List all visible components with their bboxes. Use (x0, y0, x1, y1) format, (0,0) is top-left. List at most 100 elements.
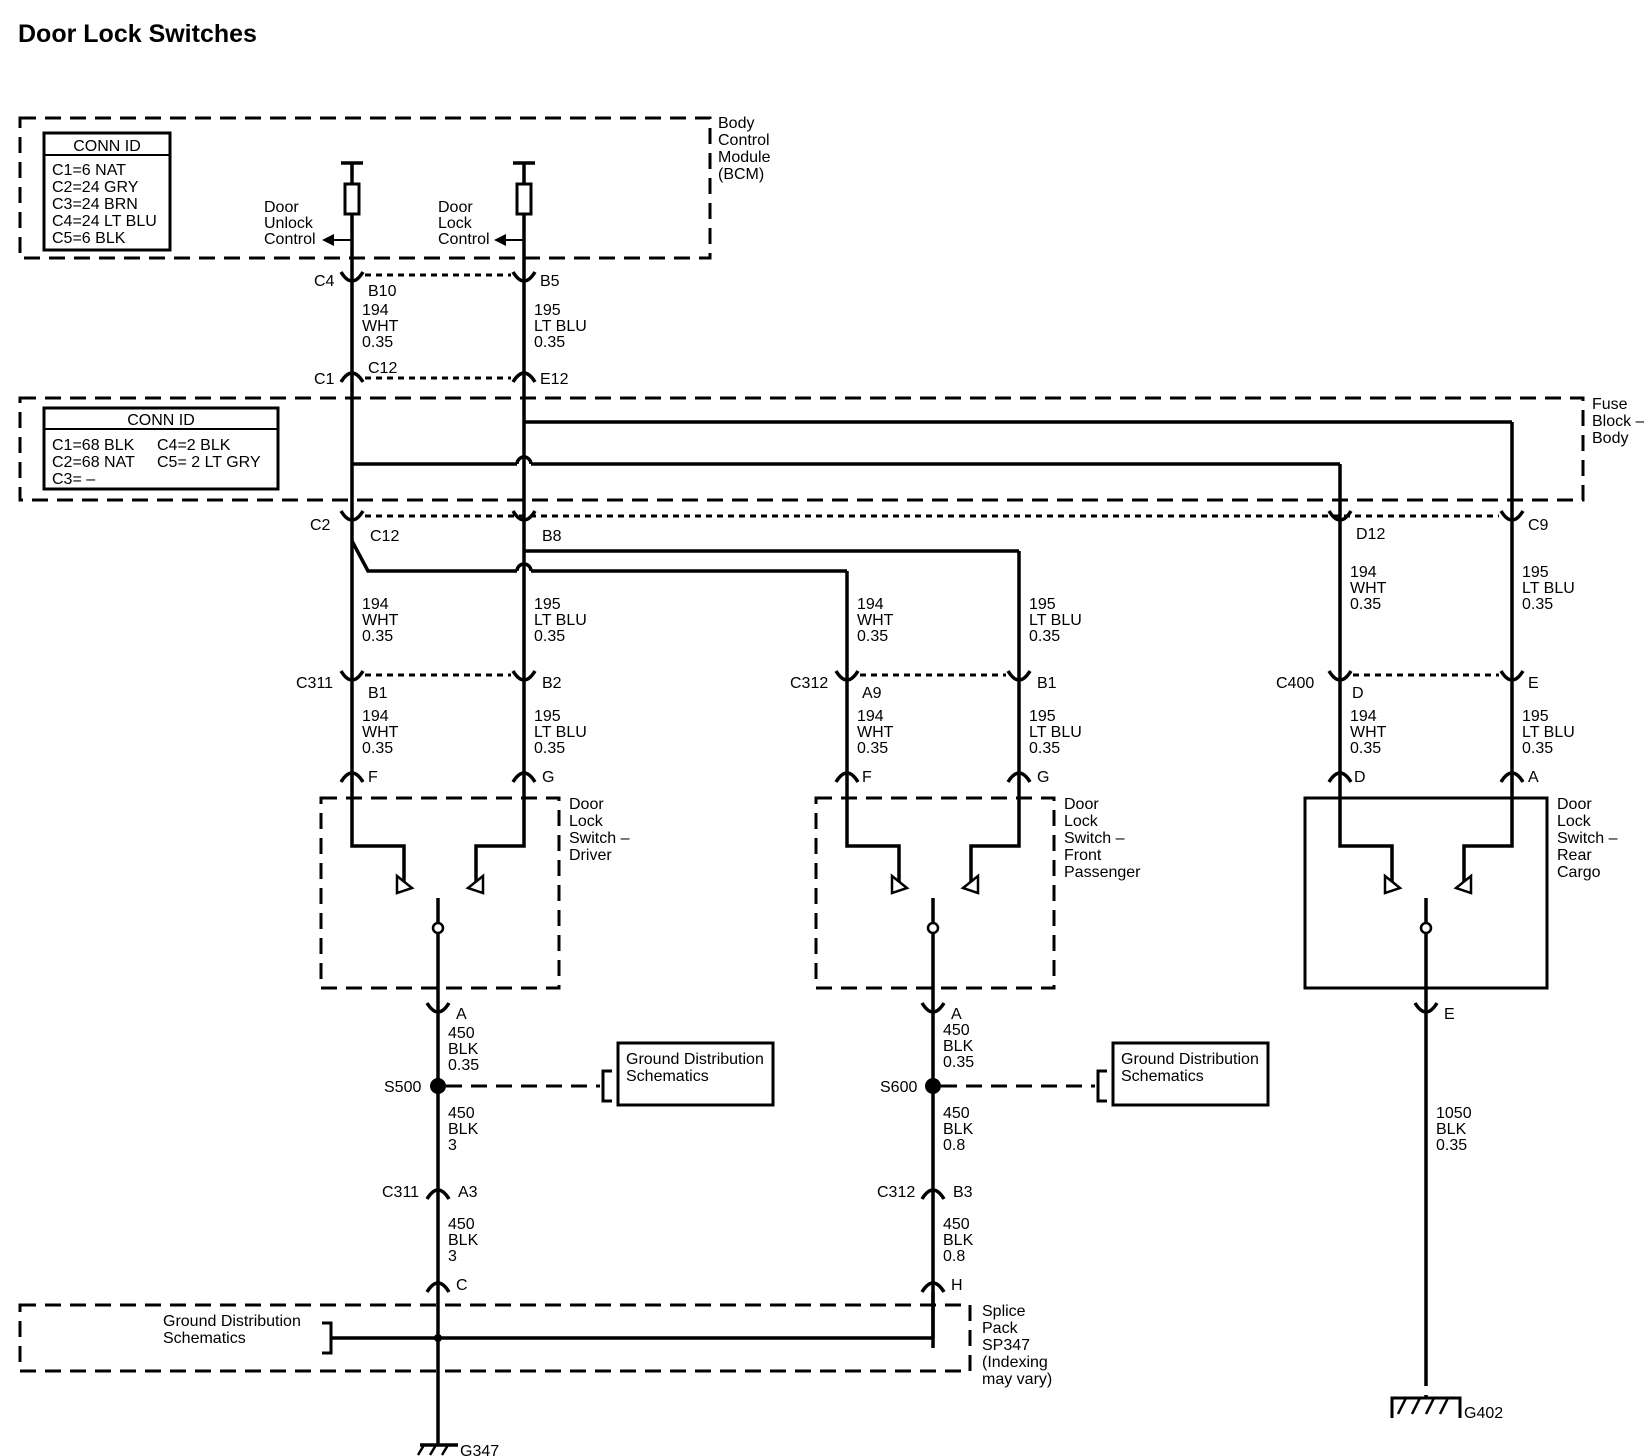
connector-label: C312 (790, 675, 828, 692)
connector-label: D12 (1356, 526, 1385, 543)
connector-label: A (1528, 769, 1539, 786)
connector-label: C311 (296, 675, 333, 692)
connector-label: C2 (310, 517, 331, 534)
connector-label: A9 (862, 685, 882, 702)
connector-label: F (862, 769, 872, 786)
connector-label: A (456, 1006, 467, 1023)
connector-label: C (456, 1277, 468, 1294)
wires (350, 214, 1514, 786)
ground-symbol-g402: G402 (1390, 1396, 1503, 1422)
connector-label: E12 (540, 371, 569, 388)
connector-label: C311 (382, 1184, 419, 1201)
connector-label: C12 (370, 528, 399, 545)
connector-label: B10 (368, 283, 397, 300)
door-lock-switch-rear-cargo-label: Door Lock Switch – Rear Cargo (1557, 796, 1622, 881)
connector-label: D (1352, 685, 1364, 702)
bcm-conn-id-header: CONN ID (73, 138, 141, 155)
fuse-block-body: CONN ID C1=68 BLK C2=68 NAT C3= – C4=2 B… (18, 396, 1644, 502)
splice-pack-sp347: Ground Distribution Schematics Splice Pa… (18, 1292, 1052, 1388)
bcm-label: Body Control Module (BCM) (718, 115, 775, 183)
splice-s500-label: S500 (384, 1079, 421, 1096)
splice-s500-dot (430, 1078, 446, 1094)
ground-g402-label: G402 (1464, 1405, 1503, 1422)
door-lock-switch-rear-cargo: Door Lock Switch – Rear Cargo (1303, 786, 1622, 1010)
door-unlock-control-label: Door Unlock Control (264, 199, 317, 248)
connector-label: E (1444, 1006, 1455, 1023)
ground-distribution-ref-2: Ground Distribution Schematics (1121, 1051, 1263, 1085)
door-lock-switch-front-passenger-label: Door Lock Switch – Front Passenger (1064, 796, 1141, 881)
bcm-conn-row: C5=6 BLK (52, 230, 126, 247)
connector-label: B8 (542, 528, 562, 545)
ground-symbol-g347: G347 (416, 1443, 499, 1456)
door-lock-switch-driver: Door Lock Switch – Driver (319, 786, 634, 1010)
splice-s600-dot (925, 1078, 941, 1094)
connector-labels: C4 B10 B5 C1 C12 E12 C2 C12 B8 D12 C9 C3… (296, 273, 1549, 1294)
bcm-module: CONN ID C1=6 NAT C2=24 GRY C3=24 BRN C4=… (18, 115, 775, 260)
connector-label: C400 (1276, 675, 1314, 692)
connector-label: H (951, 1277, 963, 1294)
door-lock-control-label: Door Lock Control (438, 199, 490, 248)
connector-label: B3 (953, 1184, 973, 1201)
connector-label: D (1354, 769, 1366, 786)
connector-label: C1 (314, 371, 335, 388)
ground-distribution-ref-1: Ground Distribution Schematics (626, 1051, 768, 1085)
connector-label: B1 (368, 685, 388, 702)
ground-distribution-ref-3: Ground Distribution Schematics (163, 1313, 305, 1347)
connector-label: B5 (540, 273, 560, 290)
ground-g347-label: G347 (460, 1443, 499, 1456)
door-lock-switch-front-passenger: Door Lock Switch – Front Passenger (814, 786, 1141, 1010)
connector-label: A (951, 1006, 962, 1023)
ground-wiring: Ground Distribution Schematics Ground Di… (430, 1010, 1428, 1445)
splice-pack-label: Splice Pack SP347 (Indexing may vary) (982, 1303, 1052, 1388)
connector-label: C9 (1528, 517, 1549, 534)
bcm-conn-row: C1=6 NAT (52, 162, 126, 179)
connectors (339, 271, 1525, 1293)
connector-label: B2 (542, 675, 562, 692)
fuse-conn-id-header: CONN ID (127, 412, 195, 429)
fuse-conn-row: C2=68 NAT (52, 454, 135, 471)
connector-label: F (368, 769, 378, 786)
bcm-conn-row: C4=24 LT BLU (52, 213, 157, 230)
connector-label: G (1037, 769, 1049, 786)
bcm-conn-row: C3=24 BRN (52, 196, 138, 213)
connector-label: C312 (877, 1184, 915, 1201)
connector-label: A3 (458, 1184, 478, 1201)
bcm-conn-row: C2=24 GRY (52, 179, 139, 196)
connector-label: C12 (368, 360, 397, 377)
fuse-block-label: Fuse Block – Body (1592, 396, 1644, 447)
fuse-conn-row: C3= – (52, 471, 95, 488)
fuse-conn-row: C1=68 BLK (52, 437, 135, 454)
connector-label: G (542, 769, 554, 786)
connector-label: B1 (1037, 675, 1057, 692)
connector-label: C4 (314, 273, 335, 290)
page-title: Door Lock Switches (18, 20, 257, 48)
connector-label: E (1528, 675, 1539, 692)
splice-s600-label: S600 (880, 1079, 917, 1096)
door-lock-switch-driver-label: Door Lock Switch – Driver (569, 796, 634, 864)
fuse-conn-row: C5= 2 LT GRY (157, 454, 261, 471)
fuse-conn-row: C4=2 BLK (157, 437, 231, 454)
